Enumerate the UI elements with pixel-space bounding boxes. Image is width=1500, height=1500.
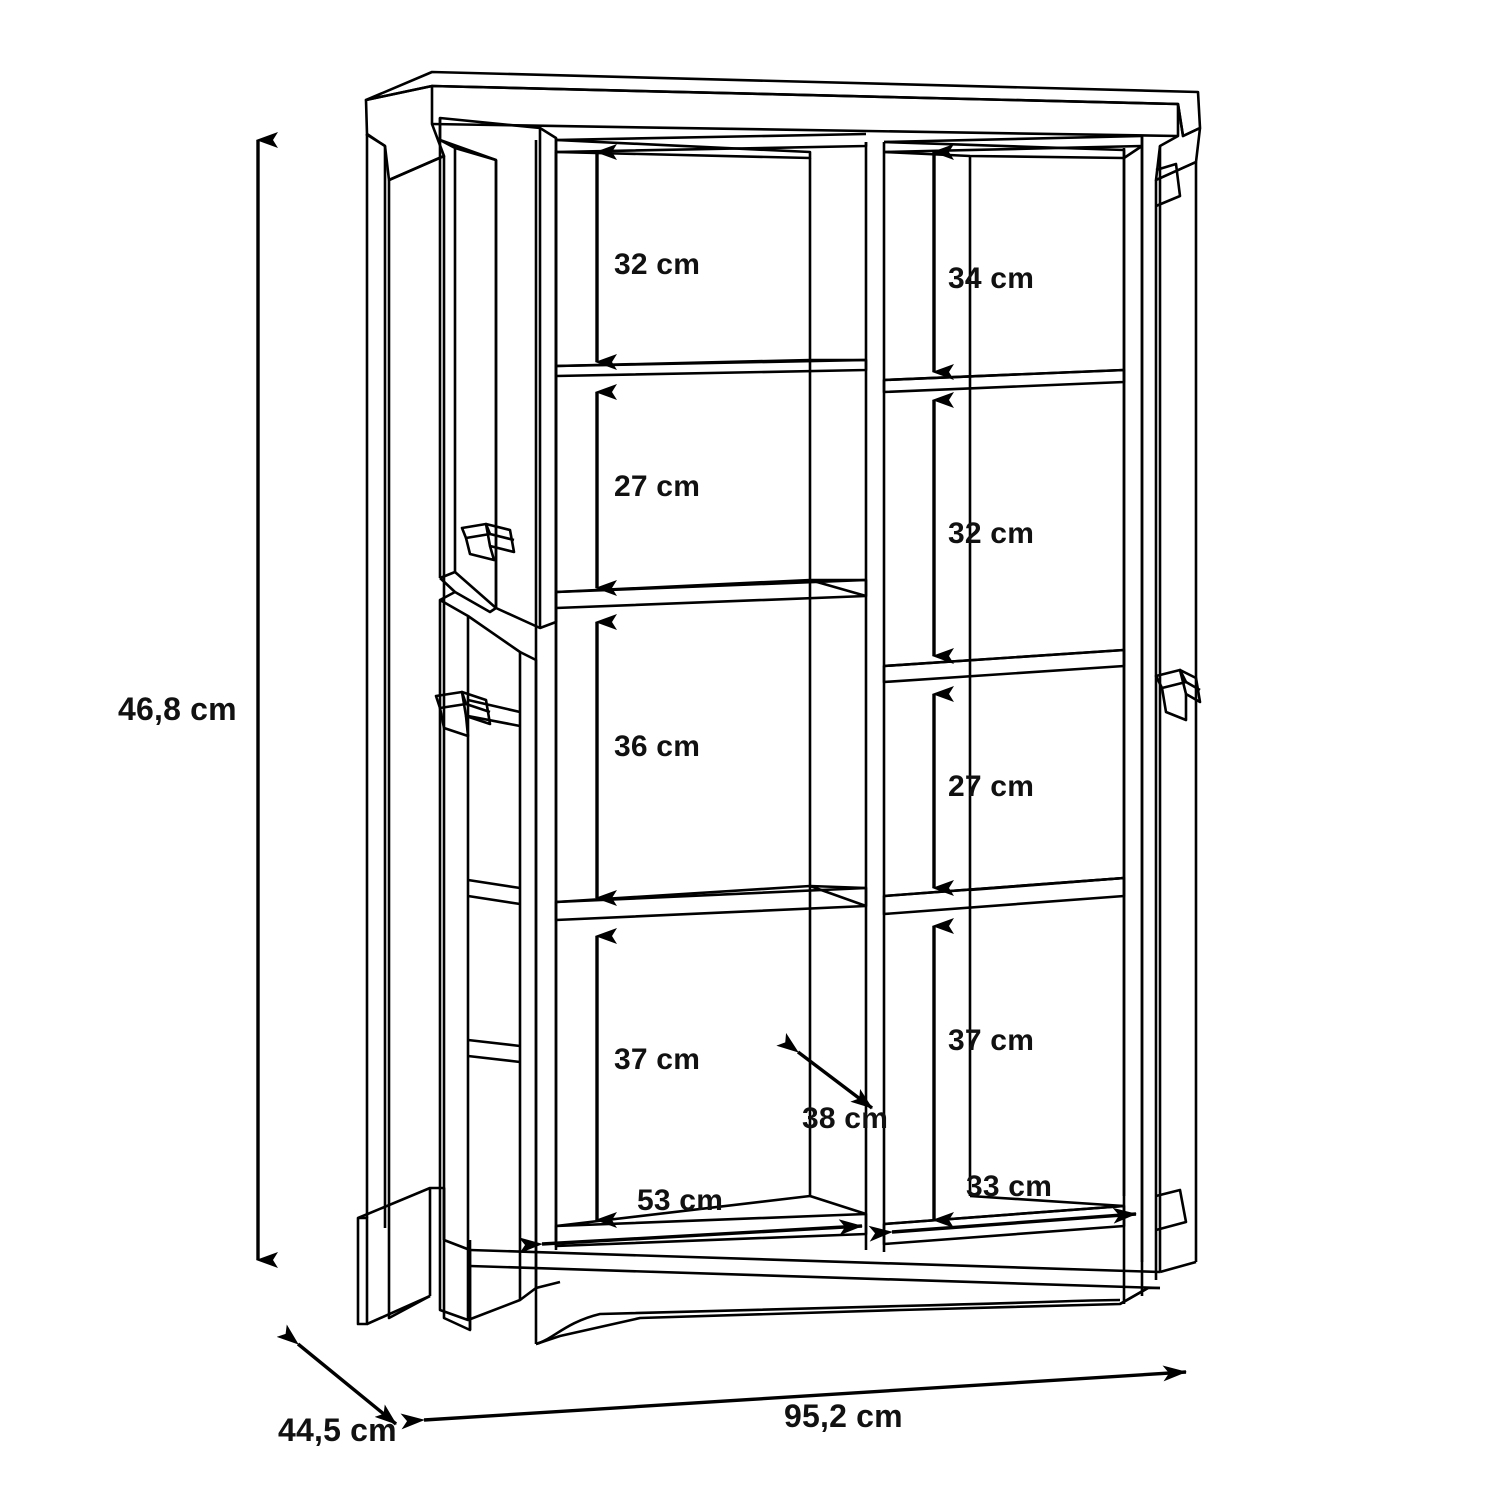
dimension-arrows [256,132,1187,1430]
left-width-label: 53 cm [637,1184,724,1217]
cabinet-body [356,70,1202,1346]
left-base-plinth [356,1186,472,1332]
left-gap-2-label: 27 cm [614,470,701,503]
right-shelf-3 [882,876,1126,916]
right-shelf-2 [882,648,1126,684]
height-dimension-label: 46,8 cm [118,691,237,727]
right-width-arrow [868,1207,1137,1242]
width-dimension-label: 95,2 cm [784,1398,903,1434]
right-shelf-1 [882,368,1126,394]
right-width-label: 33 cm [966,1170,1053,1203]
left-gap-1-label: 32 cm [614,248,701,281]
right-gap-1-label: 34 cm [948,262,1035,295]
inner-depth-arrow [776,1032,874,1110]
left-width-arrow [518,1219,863,1254]
depth-dimension-arrow [276,1324,398,1426]
right-gap-3-label: 27 cm [948,770,1035,803]
right-side-panel [1140,136,1202,1280]
carcass-interior [534,136,1144,1258]
right-gap-4-label: 37 cm [948,1024,1035,1057]
inner-depth-label: 38 cm [802,1102,889,1135]
left-upper-door [438,116,558,630]
left-gap-4-label: 37 cm [614,1043,701,1076]
right-shelves [882,368,1126,1246]
left-side-panel [365,134,446,1240]
crown-molding [364,70,1202,182]
base-plinth [468,1248,1161,1346]
left-gap-3-label: 36 cm [614,730,701,763]
top-inner-panel [555,132,1143,160]
width-dimension-arrow [400,1365,1187,1430]
depth-dimension-label: 44,5 cm [278,1412,397,1448]
left-lower-door [434,590,538,1322]
right-gap-2-label: 32 cm [948,517,1035,550]
